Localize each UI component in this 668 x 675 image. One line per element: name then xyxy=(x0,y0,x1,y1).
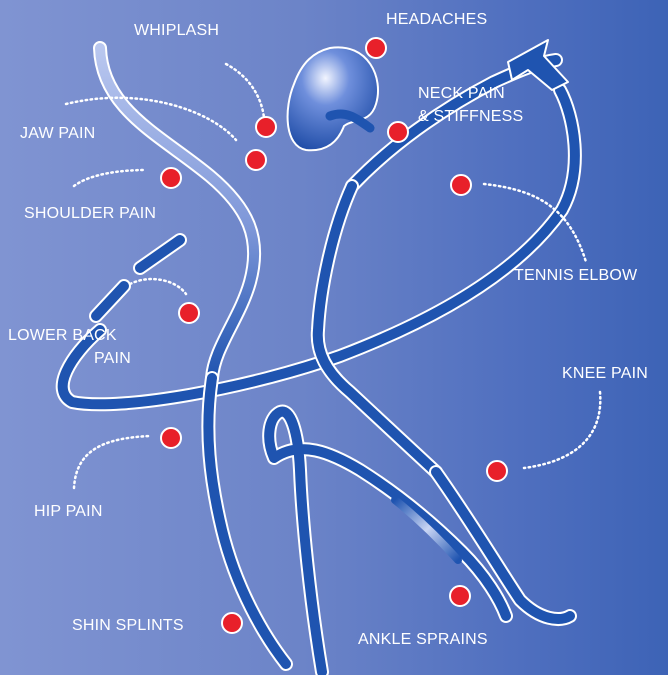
label-ankle-sprains: ANKLE SPRAINS xyxy=(358,630,488,649)
label-lower-back-line2: PAIN xyxy=(94,349,131,368)
marker-hip-pain xyxy=(160,427,182,449)
label-jaw-pain: JAW PAIN xyxy=(20,124,95,143)
marker-knee-pain xyxy=(486,460,508,482)
marker-whiplash xyxy=(255,116,277,138)
label-knee-pain: KNEE PAIN xyxy=(562,364,648,383)
marker-shoulder-pain xyxy=(160,167,182,189)
label-shoulder-pain: SHOULDER PAIN xyxy=(24,204,156,223)
marker-headaches xyxy=(365,37,387,59)
marker-neck-pain xyxy=(387,121,409,143)
label-headaches: HEADACHES xyxy=(386,10,487,29)
label-shin-splints: SHIN SPLINTS xyxy=(72,616,184,635)
marker-tennis-elbow xyxy=(450,174,472,196)
label-hip-pain: HIP PAIN xyxy=(34,502,103,521)
marker-ankle-sprains xyxy=(449,585,471,607)
head-shape xyxy=(288,47,378,150)
marker-shin-splints xyxy=(221,612,243,634)
marker-jaw-pain xyxy=(245,149,267,171)
marker-lower-back xyxy=(178,302,200,324)
label-neck-pain-line2: & STIFFNESS xyxy=(418,107,523,126)
label-lower-back-line1: LOWER BACK xyxy=(8,326,117,345)
label-neck-pain-line1: NECK PAIN xyxy=(418,84,505,103)
label-tennis-elbow: TENNIS ELBOW xyxy=(514,266,637,285)
label-whiplash: WHIPLASH xyxy=(134,21,219,40)
